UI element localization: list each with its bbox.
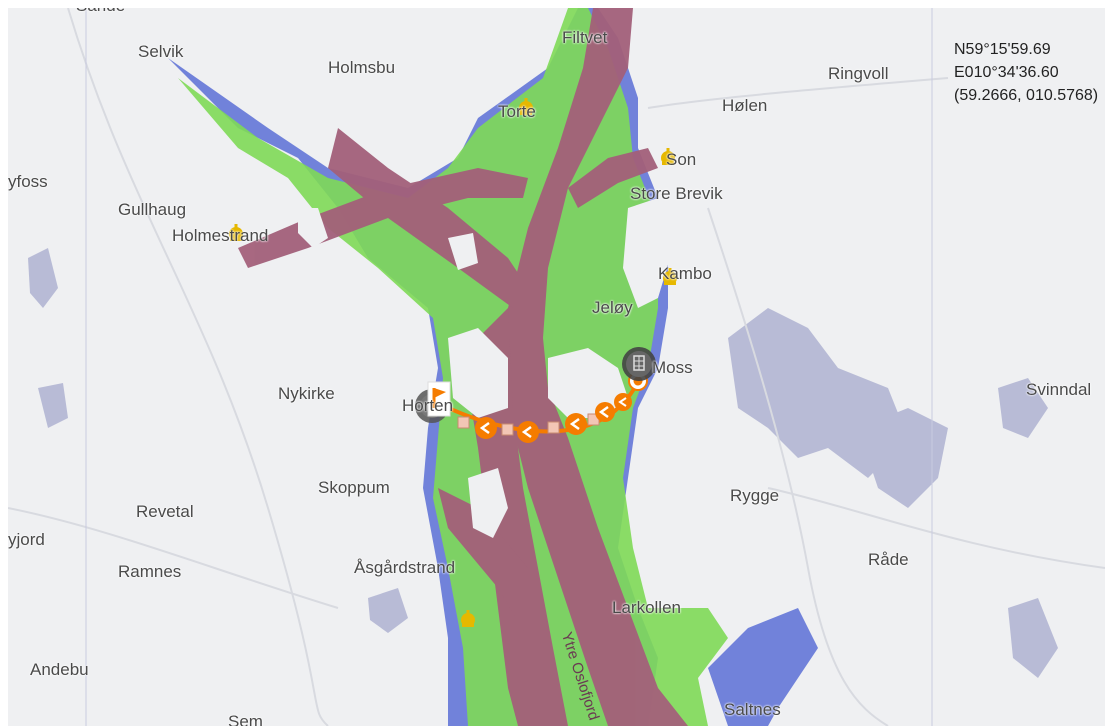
place-label: Ringvoll <box>828 64 889 83</box>
waypoint-marker <box>547 421 560 434</box>
direction-arrow-icon <box>595 402 615 422</box>
direction-arrow-icon <box>517 421 539 443</box>
place-label: Hølen <box>722 96 768 115</box>
map-canvas[interactable] <box>8 8 1105 726</box>
place-label: Torte <box>498 102 536 121</box>
place-label: yfoss <box>8 172 48 191</box>
anchor-icon <box>663 268 677 285</box>
place-label: Råde <box>868 550 909 569</box>
place-label: Holmestrand <box>172 226 269 245</box>
place-label: Revetal <box>136 502 194 521</box>
place-label: Jeløy <box>592 298 633 317</box>
port-icon[interactable] <box>622 347 656 381</box>
place-label: Moss <box>652 358 693 377</box>
roads-layer <box>8 8 1105 726</box>
longitude-text: E010°34'36.60 <box>954 64 1059 81</box>
place-label: Sande <box>76 8 125 16</box>
waypoints-layer[interactable] <box>457 413 600 436</box>
anchor-icon <box>519 98 533 115</box>
place-label: Gullhaug <box>118 200 187 219</box>
place-label: Kambo <box>658 264 712 283</box>
place-label: Andebu <box>30 660 89 679</box>
place-label: Son <box>666 150 697 169</box>
map-view[interactable]: Sande Filtvet Selvik Holmsbu Ringvoll To… <box>8 8 1105 726</box>
place-label: Selvik <box>138 42 184 61</box>
flag-icon[interactable] <box>427 381 451 417</box>
place-label: Ramnes <box>118 562 182 581</box>
place-label: Filtvet <box>562 28 608 47</box>
latitude-text: N59°15'59.69 <box>954 41 1051 58</box>
decimal-coordinates-text: (59.2666, 010.5768) <box>954 87 1099 104</box>
anchor-icon <box>229 224 243 241</box>
direction-arrow-icon <box>614 393 632 411</box>
place-label: Åsgårdstrand <box>354 558 456 577</box>
waypoint-marker <box>501 423 514 436</box>
lakes-layer <box>28 248 1058 678</box>
direction-arrow-icon <box>565 413 587 435</box>
islands-layer <box>298 198 673 538</box>
anchor-icon <box>461 610 475 627</box>
direction-arrow-icon <box>475 417 497 439</box>
place-label: Larkollen <box>612 598 681 617</box>
place-label: Store Brevik <box>630 184 723 203</box>
place-label: Sem <box>228 712 263 726</box>
place-label: Svinndal <box>1026 380 1092 399</box>
place-label: yjord <box>8 530 45 549</box>
place-label: Nykirke <box>278 384 335 403</box>
place-label: Horten <box>402 396 454 415</box>
anchor-icon <box>661 148 675 165</box>
place-label: Saltnes <box>724 700 781 719</box>
place-label: Skoppum <box>318 478 390 497</box>
anchorage-markers[interactable] <box>229 98 677 627</box>
waypoint-marker <box>457 416 470 429</box>
place-label: Rygge <box>730 486 780 505</box>
place-label: Holmsbu <box>328 58 396 77</box>
coordinate-readout: N59°15'59.69 E010°34'36.60 (59.2666, 010… <box>954 38 1098 107</box>
